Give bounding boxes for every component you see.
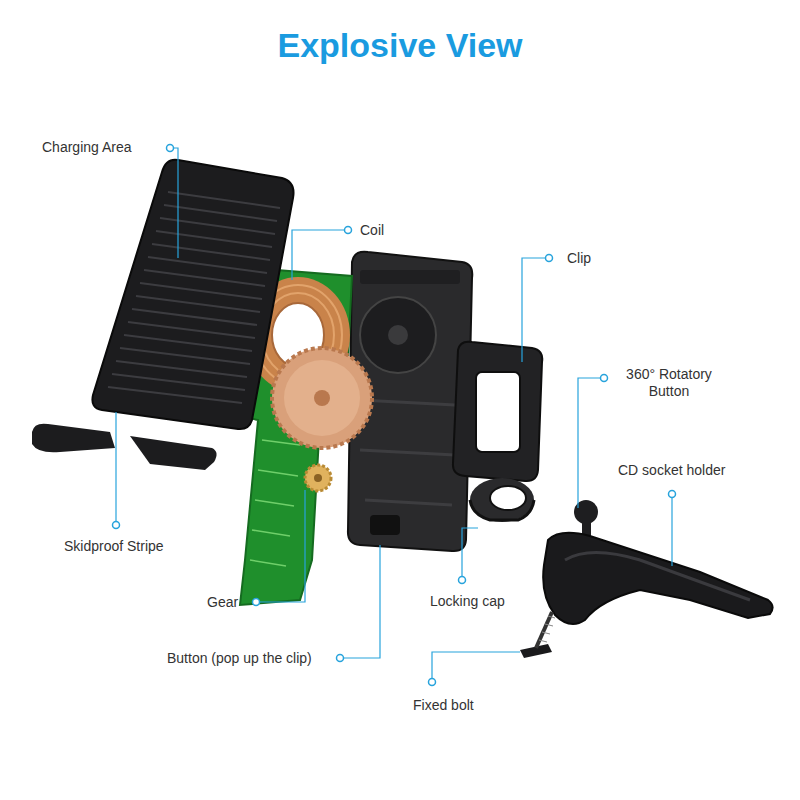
part-label: CD socket holder	[618, 462, 725, 479]
part-label: Coil	[360, 222, 384, 239]
part-label: Clip	[567, 250, 591, 267]
part-label: Gear	[207, 594, 238, 611]
part-label: Fixed bolt	[413, 697, 474, 714]
part-label: Locking cap	[430, 593, 505, 610]
part-label: Button (pop up the clip)	[167, 650, 312, 667]
part-label: Skidproof Stripe	[64, 538, 164, 555]
diagram-title: Explosive View	[0, 26, 800, 65]
part-label: 360° Rotatory Button	[608, 366, 730, 400]
part-label: Charging Area	[42, 139, 132, 156]
